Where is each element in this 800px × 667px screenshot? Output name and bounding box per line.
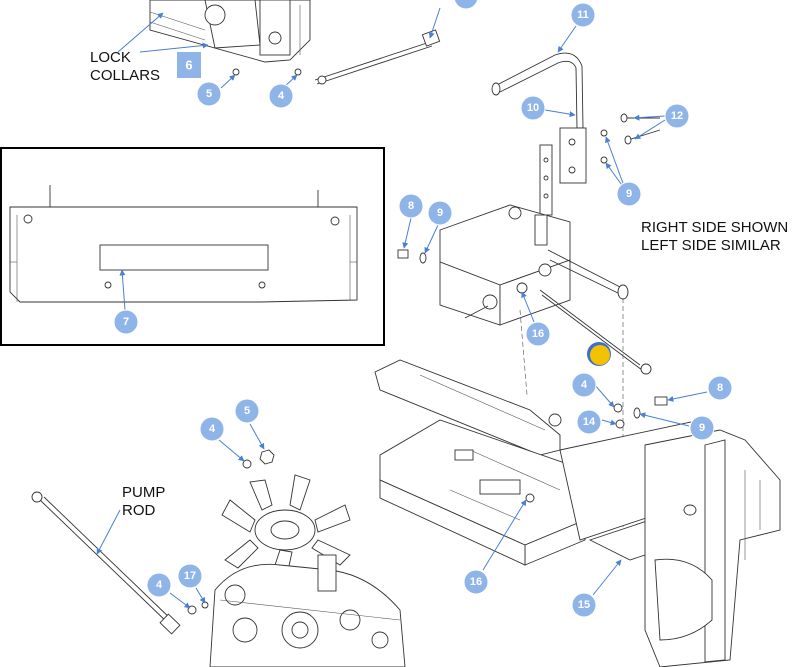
svg-text:6: 6 <box>185 58 192 73</box>
callout-15: 15 <box>571 592 597 618</box>
svg-text:9: 9 <box>699 422 705 434</box>
svg-text:5: 5 <box>206 88 212 100</box>
callout-4-fan: 4 <box>199 416 225 442</box>
lock-collars-label-line2: COLLARS <box>90 67 160 84</box>
svg-text:5: 5 <box>244 405 250 417</box>
svg-text:7: 7 <box>123 316 129 328</box>
callout-8-right: 8 <box>707 375 733 401</box>
callout-10: 10 <box>520 95 546 121</box>
svg-text:4: 4 <box>581 379 588 391</box>
inset-plate <box>9 185 358 303</box>
pump-rod <box>31 491 209 635</box>
svg-text:12: 12 <box>671 110 683 122</box>
right-side-note-line2: LEFT SIDE SIMILAR <box>641 237 781 254</box>
control-handle <box>491 52 587 216</box>
svg-text:9: 9 <box>626 188 632 200</box>
lock-collars-label-line1: LOCK <box>90 49 131 66</box>
callout-16-lower: 16 <box>463 569 489 595</box>
bolts-12 <box>600 113 661 164</box>
top-bracket-assembly <box>149 0 311 63</box>
svg-text:8: 8 <box>717 382 723 394</box>
hydraulic-pump <box>209 554 406 667</box>
svg-text:4: 4 <box>209 423 216 435</box>
callout-5-top: 5 <box>196 81 222 107</box>
callout-17: 17 <box>177 563 203 589</box>
callout-4-mid: 4 <box>571 372 597 398</box>
svg-text:16: 16 <box>470 576 482 588</box>
right-side-note-line1: RIGHT SIDE SHOWN <box>641 219 788 236</box>
side-plate <box>644 429 781 667</box>
svg-text:17: 17 <box>184 570 196 582</box>
control-box <box>439 204 629 326</box>
callout-8-left: 8 <box>398 193 424 219</box>
callout-9-right: 9 <box>689 415 715 441</box>
svg-text:8: 8 <box>408 200 414 212</box>
svg-text:11: 11 <box>577 9 589 21</box>
svg-text:15: 15 <box>578 599 590 611</box>
bolt-8-washer-9-left <box>397 249 427 264</box>
callout-9-left: 9 <box>427 200 453 226</box>
svg-text:9: 9 <box>437 207 443 219</box>
vertical-linkage <box>539 289 668 429</box>
pump-rod-label-line2: ROD <box>122 502 156 519</box>
svg-text:14: 14 <box>583 416 596 428</box>
svg-text:10: 10 <box>527 102 539 114</box>
callout-5-fan: 5 <box>234 398 260 424</box>
callout-top-partial <box>453 0 479 10</box>
svg-text:16: 16 <box>532 328 544 340</box>
callout-9-upper: 9 <box>616 181 642 207</box>
nut-washer-4-5 <box>242 449 275 469</box>
callout-16-upper: 16 <box>525 321 551 347</box>
callout-leaders <box>119 7 708 609</box>
callout-12: 12 <box>664 103 690 129</box>
svg-text:4: 4 <box>156 579 163 591</box>
main-frame <box>374 359 701 566</box>
svg-text:4: 4 <box>278 90 285 102</box>
pump-rod-label-line1: PUMP <box>122 484 165 501</box>
callout-4-top: 4 <box>268 83 294 109</box>
callout-7: 7 <box>113 309 139 335</box>
callout-14: 14 <box>576 409 602 435</box>
callout-11: 11 <box>570 2 596 28</box>
square-callout-6: 6 <box>177 52 201 78</box>
callout-4-pump: 4 <box>146 572 172 598</box>
highlight-marker <box>587 342 611 366</box>
